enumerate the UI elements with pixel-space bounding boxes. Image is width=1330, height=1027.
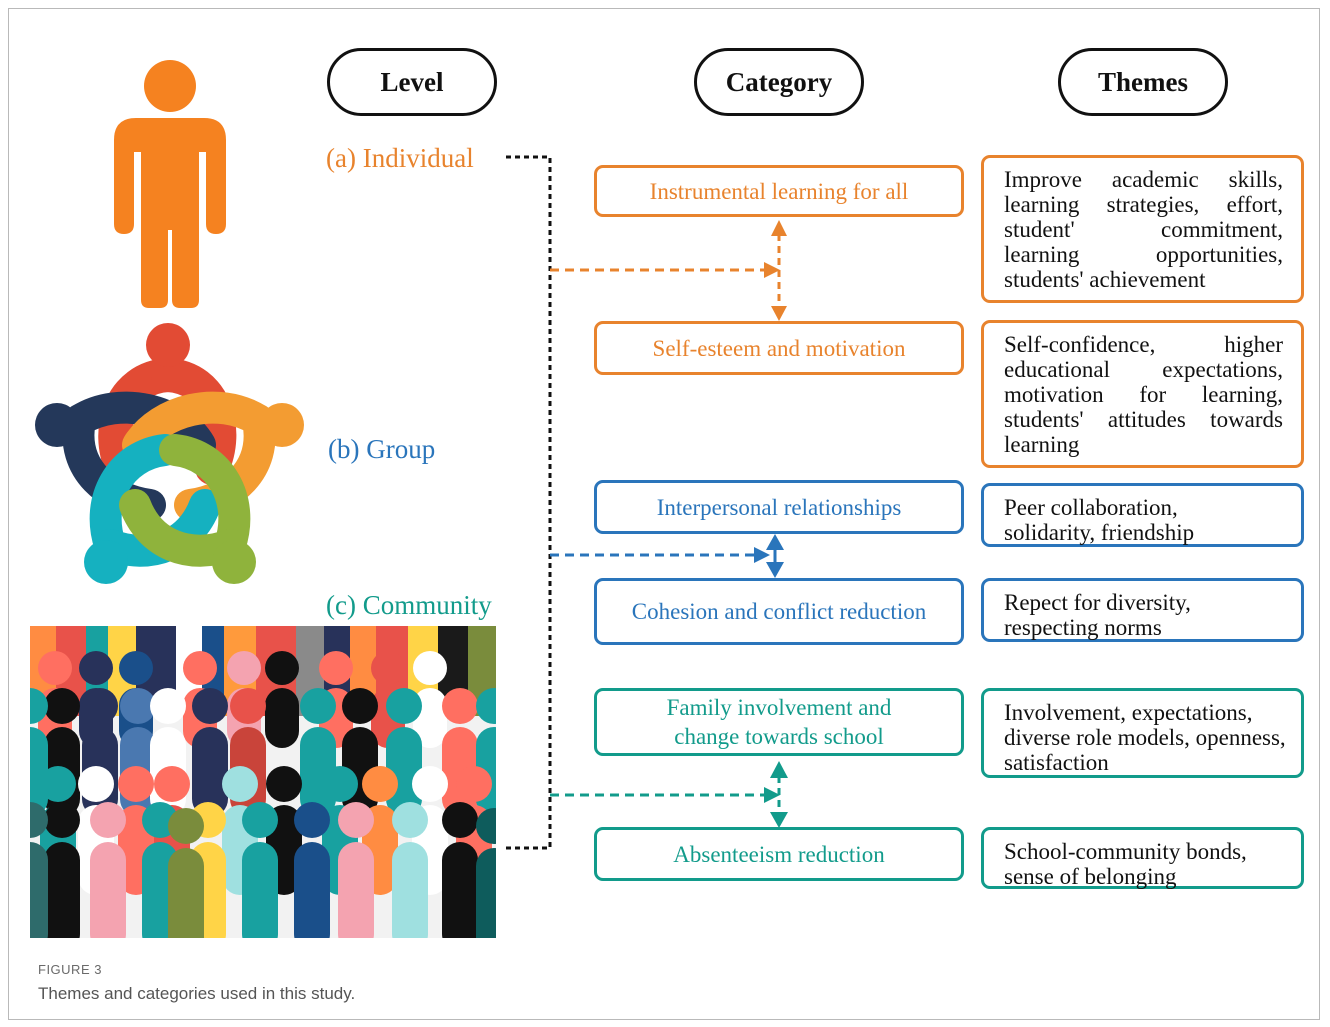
header-themes: Themes xyxy=(1058,48,1228,116)
crowd-illustration xyxy=(30,626,496,938)
header-category: Category xyxy=(694,48,864,116)
category-absenteeism: Absenteeism reduction xyxy=(594,827,964,881)
themes-self-esteem: Self-confidence, higher educational expe… xyxy=(981,320,1304,468)
group-arrow xyxy=(550,534,784,578)
category-cohesion: Cohesion and conflict reduction xyxy=(594,578,964,645)
person-icon xyxy=(114,60,226,308)
figure-caption: Themes and categories used in this study… xyxy=(38,984,356,1003)
category-instrumental-learning: Instrumental learning for all xyxy=(594,165,964,217)
level-connector xyxy=(506,155,552,850)
level-individual-label: (a) Individual xyxy=(326,143,474,173)
individual-arrow xyxy=(550,220,787,321)
category-self-esteem: Self-esteem and motivation xyxy=(594,321,964,375)
themes-cohesion: Repect for diversity, respecting norms xyxy=(981,578,1304,642)
community-arrow xyxy=(550,761,788,828)
level-group-label: (b) Group xyxy=(328,434,436,464)
category-interpersonal: Interpersonal relationships xyxy=(594,480,964,534)
header-level: Level xyxy=(327,48,497,116)
themes-instrumental-learning: Improve academic skills, learning strate… xyxy=(981,155,1304,303)
level-community-label: (c) Community xyxy=(326,590,492,620)
themes-absenteeism: School-community bonds, sense of belongi… xyxy=(981,827,1304,889)
category-family-involvement: Family involvement and change towards sc… xyxy=(594,688,964,756)
themes-interpersonal: Peer collaboration, solidarity, friendsh… xyxy=(981,483,1304,547)
themes-family-involvement: Involvement, expectations, diverse role … xyxy=(981,688,1304,778)
group-circle-icon xyxy=(35,323,304,584)
figure-label: FIGURE 3 xyxy=(38,962,102,977)
